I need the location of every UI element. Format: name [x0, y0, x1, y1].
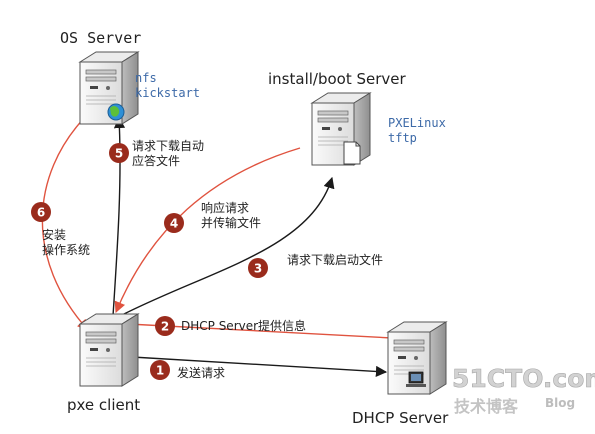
- step-5-text-line2: 应答文件: [132, 153, 180, 168]
- step-6-number: 6: [37, 206, 45, 220]
- dhcp-server: DHCP Server: [352, 321, 449, 427]
- step-1-number: 1: [156, 364, 164, 378]
- arrow-step-1: [131, 356, 388, 377]
- step-4-number: 4: [170, 217, 178, 231]
- step-1: 1 发送请求: [150, 360, 225, 380]
- watermark-brand: 51CTO.com: [452, 364, 595, 393]
- arrow-step-4: [114, 147, 301, 314]
- step-2-number: 2: [161, 320, 169, 334]
- boot-service-pxelinux: PXELinux: [388, 116, 446, 130]
- globe-icon: [107, 103, 125, 121]
- step-6-text-line1: 安装: [42, 227, 66, 242]
- arrow-step-6: [41, 115, 89, 331]
- step-6: 6 安装 操作系统: [31, 202, 90, 257]
- os-service-nfs: nfs: [135, 71, 157, 85]
- arrow-step-3: [119, 176, 335, 317]
- step-4-text-line2: 并传输文件: [201, 215, 261, 230]
- step-5: 5 请求下载自动 应答文件: [109, 139, 204, 168]
- step-6-text-line2: 操作系统: [42, 242, 90, 257]
- step-4: 4 响应请求 并传输文件: [164, 200, 261, 233]
- workstation-icon: [406, 371, 426, 387]
- watermark-blog: Blog: [545, 396, 575, 410]
- step-2-badge: [155, 316, 175, 336]
- pxe-client: pxe client: [67, 313, 140, 414]
- step-2: 2 DHCP Server提供信息: [155, 316, 306, 336]
- dhcp-server-label: DHCP Server: [352, 409, 449, 427]
- step-2-text: DHCP Server提供信息: [181, 318, 306, 333]
- os-server: OS Server nfs kickstart: [60, 29, 200, 125]
- step-3-number: 3: [254, 262, 262, 276]
- watermark-sub: 技术博客: [454, 397, 519, 416]
- step-6-badge: [31, 202, 51, 222]
- step-3-badge: [248, 258, 268, 278]
- step-5-text-line1: 请求下载自动: [132, 139, 204, 153]
- step-5-number: 5: [115, 147, 123, 161]
- step-4-text-line1: 响应请求: [201, 200, 249, 215]
- watermark: 51CTO.com 技术博客 Blog: [452, 364, 595, 416]
- step-3-text: 请求下载启动文件: [287, 252, 383, 267]
- install-boot-server: install/boot Server PXELinux tftp: [268, 70, 446, 166]
- install-boot-server-label: install/boot Server: [268, 70, 406, 88]
- os-server-label: OS Server: [60, 29, 141, 47]
- os-service-kickstart: kickstart: [135, 86, 200, 100]
- boot-service-tftp: tftp: [388, 131, 417, 145]
- arrow-step-5: [112, 116, 126, 317]
- document-icon: [343, 141, 361, 165]
- step-5-badge: [109, 143, 129, 163]
- pxe-client-label: pxe client: [67, 396, 140, 414]
- step-4-badge: [164, 213, 184, 233]
- step-1-text: 发送请求: [177, 365, 225, 380]
- step-3: 3 请求下载启动文件: [248, 252, 383, 278]
- step-1-badge: [150, 360, 170, 380]
